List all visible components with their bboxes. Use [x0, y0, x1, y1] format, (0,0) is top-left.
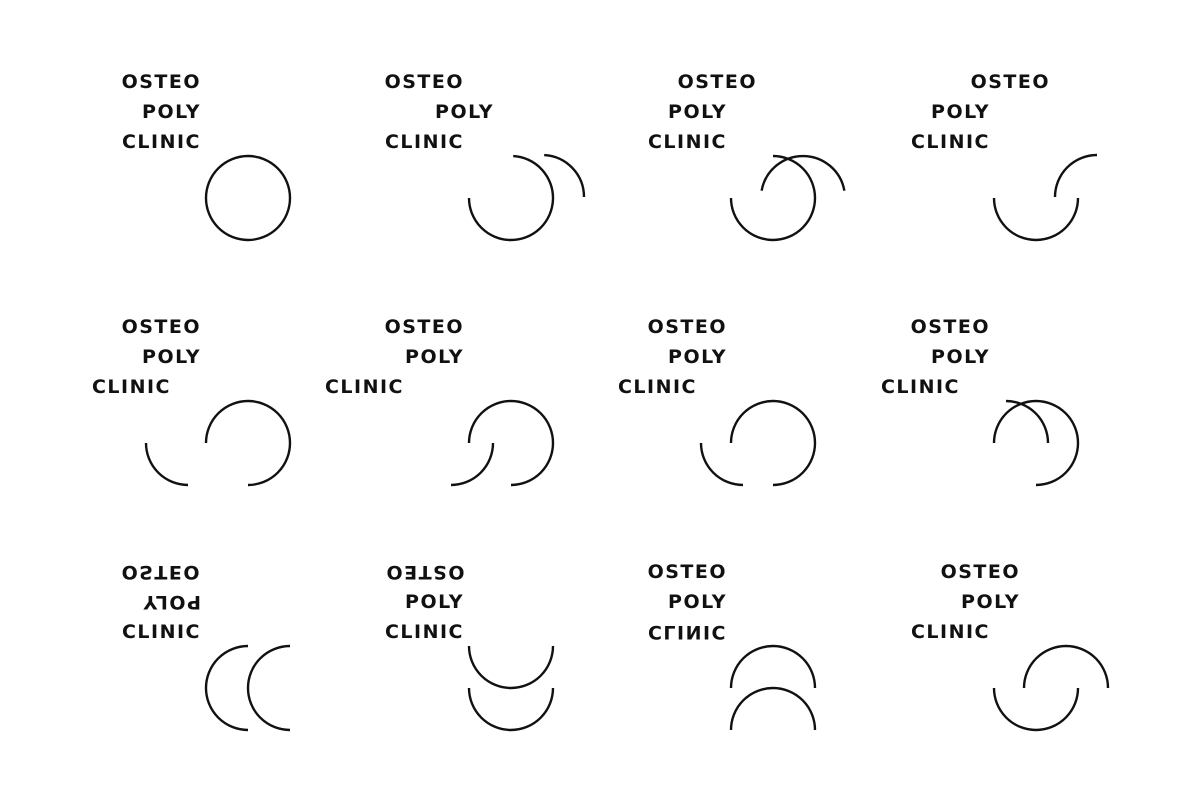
wordmark-osteo-6: OSTEO [384, 316, 464, 338]
arc-5-2 [144, 442, 189, 487]
wordmark-poly-8: POLY [931, 346, 990, 368]
wordmark-osteo-10: OSTEO [384, 561, 464, 583]
arc-3-1 [729, 154, 817, 242]
arc-9-2 [246, 644, 291, 732]
arc-4-1 [992, 197, 1080, 242]
wordmark-clinic-10: CLINIC [384, 621, 464, 643]
wordmark-poly-5: POLY [142, 346, 201, 368]
wordmark-poly-10: POLY [405, 591, 464, 613]
wordmark-osteo-5: OSTEO [121, 316, 201, 338]
arc-3-2 [760, 154, 846, 191]
arc-10-1 [467, 645, 555, 690]
wordmark-osteo-8: OSTEO [910, 316, 990, 338]
wordmark-poly-4: POLY [931, 101, 990, 123]
wordmark-osteo-2: OSTEO [384, 71, 464, 93]
wordmark-clinic-4: CLINIC [910, 131, 990, 153]
wordmark-clinic-11: CLINIC [647, 621, 727, 643]
wordmark-clinic-1: CLINIC [121, 131, 201, 153]
wordmark-poly-9: POLY [142, 591, 201, 613]
wordmark-clinic-7: CLINIC [617, 376, 697, 398]
arc-7-1 [729, 399, 817, 487]
arc-2-2 [544, 153, 586, 198]
wordmark-poly-1: POLY [142, 101, 201, 123]
wordmark-clinic-12: CLINIC [910, 621, 990, 643]
arc-6-2 [450, 442, 495, 487]
wordmark-poly-3: POLY [668, 101, 727, 123]
arc-7-2 [699, 442, 744, 487]
arc-11-1 [729, 644, 817, 689]
wordmark-clinic-5: CLINIC [91, 376, 171, 398]
arc-12-2 [1022, 644, 1110, 689]
arc-12-1 [992, 687, 1080, 732]
wordmark-clinic-3: CLINIC [647, 131, 727, 153]
arc-6-1 [467, 399, 555, 487]
wordmark-poly-12: POLY [961, 591, 1020, 613]
arc-9-1 [204, 644, 249, 732]
wordmark-clinic-6: CLINIC [324, 376, 404, 398]
arc-1-1 [204, 154, 292, 242]
arc-2-1 [467, 154, 555, 242]
wordmark-poly-7: POLY [668, 346, 727, 368]
arc-4-2 [1053, 153, 1098, 198]
wordmark-osteo-3: OSTEO [677, 71, 757, 93]
wordmark-poly-11: POLY [668, 591, 727, 613]
wordmark-osteo-1: OSTEO [121, 71, 201, 93]
wordmark-poly-2: POLY [435, 101, 494, 123]
wordmark-osteo-7: OSTEO [647, 316, 727, 338]
wordmark-osteo-12: OSTEO [940, 561, 1020, 583]
wordmark-poly-6: POLY [405, 346, 464, 368]
wordmark-osteo-9: OSTEO [121, 561, 201, 583]
arc-8-2 [1005, 399, 1050, 444]
arc-11-2 [729, 686, 817, 731]
wordmark-clinic-2: CLINIC [384, 131, 464, 153]
arc-10-2 [467, 687, 555, 732]
wordmark-clinic-8: CLINIC [880, 376, 960, 398]
arc-5-1 [204, 399, 292, 487]
wordmark-osteo-11: OSTEO [647, 561, 727, 583]
wordmark-osteo-4: OSTEO [970, 71, 1050, 93]
arc-8-1 [992, 399, 1080, 487]
wordmark-clinic-9: CLINIC [121, 621, 201, 643]
